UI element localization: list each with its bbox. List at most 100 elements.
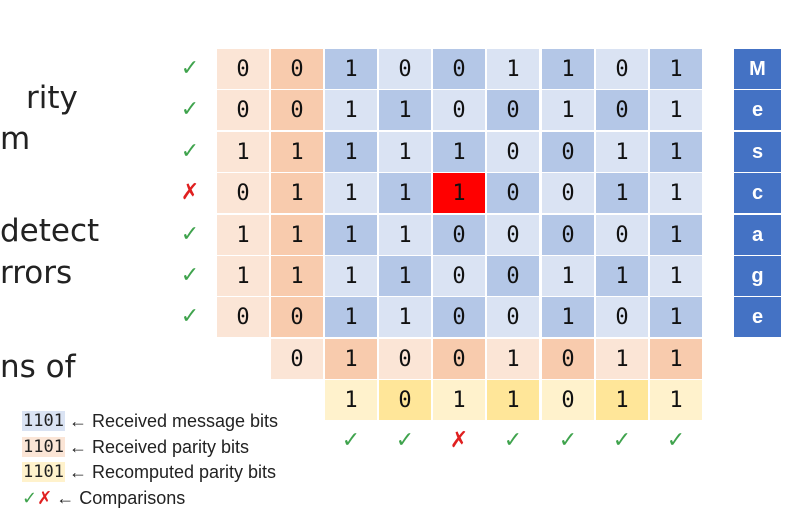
bit-cell: 1 — [271, 173, 323, 213]
bit-cell: 1 — [325, 49, 377, 89]
bit-cell: 0 — [596, 49, 648, 89]
bit-cell: 0 — [217, 173, 269, 213]
message-letter: e — [734, 297, 781, 337]
legend-sample-message: 1101 — [22, 411, 65, 431]
bit-cell: 1 — [596, 132, 648, 172]
recomputed-bit-cell: 1 — [650, 380, 702, 420]
bit-cell: 0 — [217, 49, 269, 89]
bit-cell: 0 — [542, 132, 594, 172]
parity-bit-cell: 1 — [596, 339, 648, 379]
bit-cell: 0 — [487, 215, 539, 255]
check-icon: ✓ — [395, 428, 415, 453]
bit-cell: 1 — [650, 132, 702, 172]
check-icon: ✓ — [180, 222, 200, 247]
bit-cell: 0 — [433, 90, 485, 130]
legend-item-recomputed: 1101← Recomputed parity bits — [22, 461, 276, 483]
bit-cell: 1 — [325, 297, 377, 337]
message-letter: g — [734, 256, 781, 296]
bit-cell: 0 — [487, 173, 539, 213]
bit-cell: 1 — [650, 256, 702, 296]
message-letter: a — [734, 215, 781, 255]
legend-label: ← Recomputed parity bits — [68, 461, 277, 482]
legend-item-comparisons: ✓✗← Comparisons — [22, 487, 185, 509]
bit-cell: 0 — [487, 256, 539, 296]
bit-cell: 1 — [379, 90, 431, 130]
bit-cell: 1 — [379, 215, 431, 255]
bit-cell: 1 — [271, 132, 323, 172]
bit-cell: 1 — [542, 297, 594, 337]
bit-cell: 0 — [542, 215, 594, 255]
bit-cell: 1 — [271, 215, 323, 255]
bit-cell: 0 — [271, 49, 323, 89]
recomputed-bit-cell: 1 — [596, 380, 648, 420]
bit-cell: 0 — [433, 49, 485, 89]
legend-sample-parity: 1101 — [22, 437, 65, 457]
bit-cell: 1 — [379, 297, 431, 337]
background-text: ns of — [0, 349, 76, 385]
bit-cell: 0 — [379, 49, 431, 89]
bit-cell: 1 — [325, 90, 377, 130]
parity-bit-cell: 1 — [325, 339, 377, 379]
bit-cell: 1 — [271, 256, 323, 296]
legend-item-parity: 1101← Received parity bits — [22, 436, 249, 458]
bit-cell: 0 — [433, 297, 485, 337]
legend-label: ← Comparisons — [56, 487, 186, 508]
bit-cell: 0 — [217, 297, 269, 337]
cross-icon: ✗ — [180, 180, 200, 205]
legend-item-message: 1101← Received message bits — [22, 410, 278, 432]
bit-cell: 0 — [271, 297, 323, 337]
bit-cell: 1 — [433, 132, 485, 172]
bit-cell: 1 — [379, 132, 431, 172]
bit-cell: 0 — [596, 215, 648, 255]
bit-cell: 0 — [487, 297, 539, 337]
bit-cell: 0 — [271, 90, 323, 130]
parity-bit-cell: 0 — [271, 339, 323, 379]
bit-cell: 0 — [596, 90, 648, 130]
message-letter: c — [734, 173, 781, 213]
bit-cell: 1 — [650, 49, 702, 89]
bit-cell: 1 — [596, 256, 648, 296]
parity-bit-cell: 0 — [542, 339, 594, 379]
message-letter: M — [734, 49, 781, 89]
background-text: detect — [0, 213, 100, 249]
bit-cell: 0 — [433, 256, 485, 296]
bit-cell: 1 — [325, 173, 377, 213]
legend-sample-recomputed: 1101 — [22, 462, 65, 482]
bit-cell: 1 — [542, 90, 594, 130]
check-icon: ✓ — [180, 56, 200, 81]
bit-cell: 1 — [596, 173, 648, 213]
bit-cell: 1 — [650, 215, 702, 255]
message-letter: e — [734, 90, 781, 130]
parity-bit-cell: 1 — [650, 339, 702, 379]
cross-icon: ✗ — [37, 487, 53, 509]
bit-cell: 1 — [217, 256, 269, 296]
bit-cell: 0 — [487, 132, 539, 172]
check-icon: ✓ — [22, 487, 38, 509]
bit-cell: 0 — [542, 173, 594, 213]
check-icon: ✓ — [612, 428, 632, 453]
bit-cell: 0 — [217, 90, 269, 130]
parity-bit-cell: 0 — [379, 339, 431, 379]
recomputed-bit-cell: 1 — [325, 380, 377, 420]
check-icon: ✓ — [666, 428, 686, 453]
background-text: m — [0, 121, 31, 157]
check-icon: ✓ — [558, 428, 578, 453]
bit-cell: 1 — [542, 256, 594, 296]
bit-cell: 0 — [433, 215, 485, 255]
bit-cell: 1 — [650, 297, 702, 337]
legend-label: ← Received parity bits — [68, 436, 250, 457]
check-icon: ✓ — [180, 139, 200, 164]
error-bit-cell: 1 — [433, 173, 485, 213]
bit-cell: 1 — [542, 49, 594, 89]
parity-bit-cell: 1 — [487, 339, 539, 379]
background-text: rity — [26, 80, 78, 116]
check-icon: ✓ — [180, 263, 200, 288]
background-text: rrors — [0, 255, 73, 291]
legend-label: ← Received message bits — [68, 410, 279, 431]
bit-cell: 1 — [650, 90, 702, 130]
recomputed-bit-cell: 0 — [542, 380, 594, 420]
check-icon: ✓ — [180, 97, 200, 122]
bit-cell: 1 — [650, 173, 702, 213]
bit-cell: 1 — [325, 215, 377, 255]
bit-cell: 1 — [325, 256, 377, 296]
